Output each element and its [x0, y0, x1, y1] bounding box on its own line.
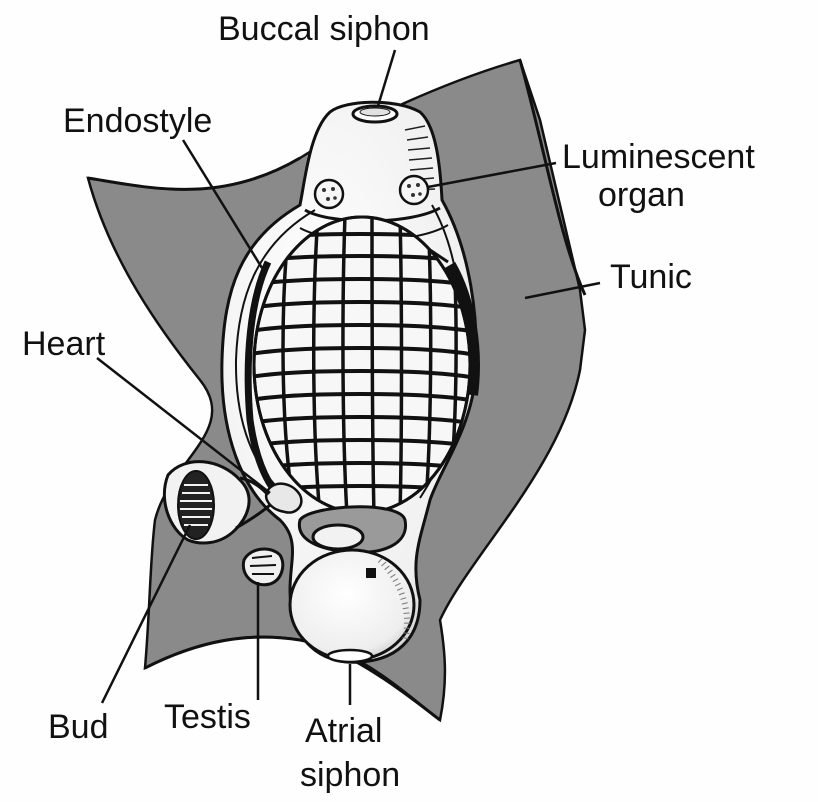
label-buccal-siphon: Buccal siphon	[218, 10, 430, 48]
leader-buccal-siphon	[378, 50, 395, 106]
label-tunic: Tunic	[610, 258, 692, 296]
luminescent-organ-right	[400, 176, 428, 204]
label-endostyle: Endostyle	[63, 102, 212, 140]
testis-structure	[243, 549, 282, 585]
label-testis: Testis	[164, 698, 251, 736]
label-bud: Bud	[48, 708, 109, 746]
luminescent-organ-left	[315, 180, 343, 208]
atrial-chamber	[290, 550, 414, 660]
label-luminescent-line1: Luminescent	[562, 138, 755, 176]
label-atrial-line1: Atrial	[305, 712, 382, 750]
label-atrial-line2: siphon	[300, 756, 400, 794]
gut-loop	[299, 507, 405, 553]
label-luminescent-line2: organ	[598, 176, 685, 214]
label-heart: Heart	[22, 325, 105, 363]
